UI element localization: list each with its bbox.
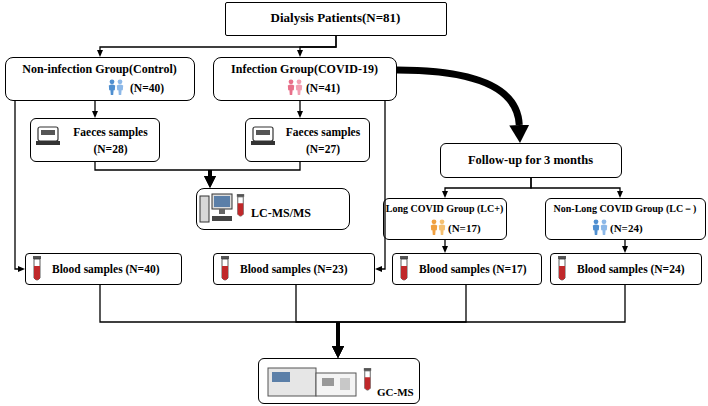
flow-arrow: [445, 178, 531, 191]
node-title: Non-Long COVID Group (LC－): [546, 203, 704, 215]
process-box: Non-Long COVID Group (LC－) (N=24): [545, 198, 706, 240]
process-box: Blood samples (N=24): [550, 253, 702, 285]
flow-arrow: [338, 285, 625, 346]
node-title: Blood samples (N=23): [240, 263, 348, 276]
node-title: LC-MS/MS: [251, 207, 311, 221]
connector-line: [296, 285, 338, 322]
node-title: Blood samples (N=24): [577, 263, 685, 276]
thick-arrow: [397, 70, 519, 125]
thick-arrow: [336, 322, 340, 346]
flow-arrow: [397, 70, 519, 125]
thick-arrow: [208, 170, 212, 176]
connector-line: [210, 162, 300, 170]
node-count: (N=28): [63, 143, 158, 156]
flow-arrow: [95, 162, 210, 176]
process-box: Long COVID Group (LC+) (N=17): [383, 198, 507, 240]
connector-line: [338, 285, 625, 322]
node-count: (N=41): [306, 82, 340, 95]
flow-arrow: [338, 285, 466, 346]
process-box: Infection Group(COVID-19) (N=41): [213, 57, 397, 101]
connector-line: [95, 162, 210, 170]
node-count: (N=40): [130, 82, 164, 95]
flow-arrow: [382, 101, 385, 269]
flow-arrow: [95, 101, 96, 111]
flow-arrow: [445, 240, 446, 246]
thick-arrow: [336, 322, 340, 346]
node-count: (N=27): [278, 143, 368, 156]
flow-arrow: [210, 162, 300, 176]
node-title: Blood samples (N=17): [419, 263, 527, 276]
connector-line: [531, 178, 620, 191]
flow-arrow: [531, 178, 620, 191]
node-title: Faeces samples: [278, 126, 368, 139]
node-title: Blood samples (N=40): [52, 263, 160, 276]
flow-arrow: [15, 101, 18, 269]
node-title: Long COVID Group (LC+): [384, 203, 505, 215]
connector-line: [100, 36, 336, 50]
connector-line: [15, 101, 18, 269]
process-box: Blood samples (N=40): [25, 253, 182, 285]
flow-arrow: [100, 285, 338, 346]
node-title: Follow-up for 3 months: [441, 153, 620, 167]
process-box: Follow-up for 3 months: [440, 143, 622, 178]
flow-arrow: [100, 36, 336, 50]
flow-arrow: [296, 285, 338, 346]
flow-arrow: [625, 240, 626, 246]
connector-line: [299, 101, 300, 111]
node-title: Infection Group(COVID-19): [214, 63, 395, 77]
node-title: Dialysis Patients(N=81): [226, 11, 445, 26]
process-box: Faeces samples (N=27): [245, 118, 370, 162]
node-title: Faeces samples: [63, 126, 158, 139]
flow-arrow: [300, 101, 301, 111]
connector-line: [445, 178, 531, 191]
thick-arrow: [336, 322, 340, 346]
connector-line: [338, 285, 466, 322]
node-title: Non-infection Group(Control): [6, 63, 193, 77]
process-box: Faeces samples (N=28): [30, 118, 160, 162]
process-box: Dialysis Patients(N=81): [225, 2, 447, 36]
process-box: Blood samples (N=17): [392, 253, 542, 285]
connector-line: [382, 101, 385, 269]
node-title: GC-MS: [377, 386, 414, 399]
thick-arrow: [208, 170, 212, 176]
process-box: LC-MS/MS: [196, 188, 350, 230]
node-count: (N=24): [610, 222, 643, 235]
node-count: (N=17): [448, 222, 481, 235]
process-box: Blood samples (N=23): [213, 253, 375, 285]
connector-line: [94, 101, 95, 111]
process-box: Non-infection Group(Control) (N=40): [5, 57, 195, 101]
connector-line: [444, 240, 445, 246]
process-box: GC-MS: [258, 358, 420, 404]
connector-line: [100, 285, 338, 322]
thick-arrow: [336, 322, 340, 346]
connector-line: [624, 240, 625, 246]
flow-arrow: [300, 36, 336, 50]
connector-line: [300, 36, 336, 50]
